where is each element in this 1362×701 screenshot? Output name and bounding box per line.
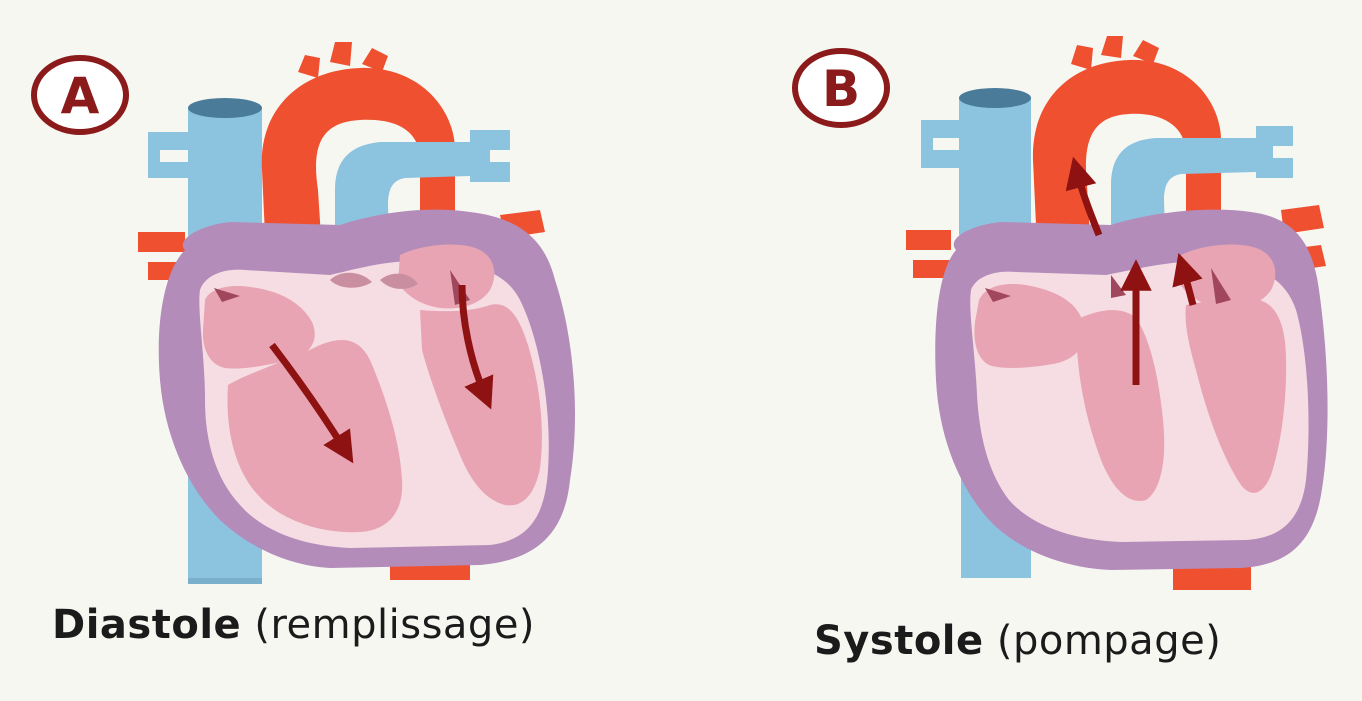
panel-badge-b: B — [792, 48, 890, 128]
right-ventricle — [227, 340, 403, 533]
phase-detail: (remplissage) — [254, 602, 536, 648]
panel-badge-a: A — [31, 55, 129, 135]
heart-diagram-diastole: A — [31, 42, 575, 584]
diastole-panel: A — [31, 42, 575, 648]
blood-flow-arrow — [1065, 156, 1103, 237]
left-atrium — [398, 244, 495, 309]
phase-detail: (pompage) — [996, 618, 1222, 664]
right-atrium — [202, 286, 315, 369]
blood-flow-arrow — [1172, 252, 1203, 306]
badge-letter: B — [822, 60, 860, 118]
phase-name: Diastole — [52, 602, 242, 648]
blood-flow-arrow — [269, 342, 354, 464]
blood-flow-arrow — [458, 284, 494, 410]
blood-flow-arrows — [269, 284, 494, 464]
right-atrium — [974, 283, 1085, 368]
left-atrium — [1179, 244, 1276, 309]
systole-panel: B — [681, 0, 1362, 701]
blood-flow-arrows — [1065, 156, 1203, 386]
phase-name: Systole — [814, 618, 984, 664]
badge-letter: A — [61, 67, 100, 125]
left-ventricle — [1185, 299, 1287, 493]
heart-valves — [985, 268, 1231, 304]
heart-diagram-systole: B — [792, 36, 1328, 590]
right-ventricle — [1076, 310, 1165, 501]
diastole-caption: Diastole (remplissage) — [52, 602, 535, 648]
systole-caption: Systole (pompage) — [814, 618, 1221, 664]
